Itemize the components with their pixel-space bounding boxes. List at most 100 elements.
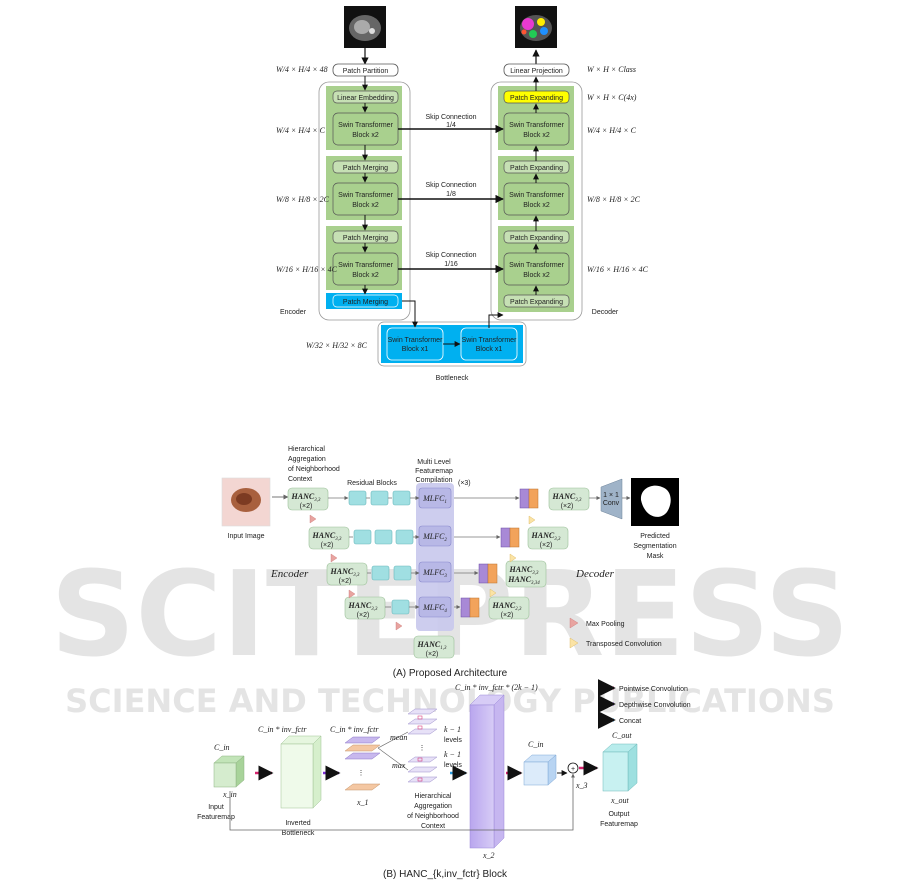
conv-label: 1 × 1 bbox=[603, 492, 619, 499]
encoder-label: Encoder bbox=[280, 309, 307, 316]
output-fm-label-1: Output bbox=[608, 811, 629, 818]
max-pooled-planes bbox=[407, 756, 438, 783]
hanc-text: HANC bbox=[291, 492, 315, 501]
patch-partition-label: Patch Partition bbox=[343, 68, 389, 75]
hanc-text: HANC bbox=[330, 567, 354, 576]
hanc-text: HANC bbox=[552, 492, 576, 501]
hanc-title-line2: Aggregation bbox=[288, 456, 326, 463]
hanc-sub: 2,3 bbox=[515, 607, 522, 612]
patch-expanding-label: Patch Expanding bbox=[510, 299, 563, 306]
input-fm-label-2: Featuremap bbox=[197, 814, 235, 821]
hanc-text: HANC bbox=[492, 601, 516, 610]
transposed-conv-legend-icon bbox=[569, 637, 579, 649]
hanc-repeat: (×2) bbox=[339, 578, 352, 585]
hanc-sub: 3,34 bbox=[531, 581, 540, 586]
hanc-title-line3: of Neighborhood bbox=[288, 466, 340, 473]
concat-legend-label: Concat bbox=[619, 718, 641, 725]
mlfc-text: MLFC bbox=[422, 603, 445, 612]
svg-text:HANC3,3: HANC3,3 bbox=[291, 492, 321, 503]
swin-block-label: Swin Transformer bbox=[338, 262, 394, 269]
input-fm-label-1: Input bbox=[208, 804, 224, 811]
hanc-repeat: (×2) bbox=[426, 651, 439, 658]
mlfc-text: MLFC bbox=[422, 568, 445, 577]
mlfc-title-line1: Multi Level bbox=[417, 459, 451, 466]
hanc-sub: 3,3 bbox=[575, 498, 582, 503]
skip-connection-1-ratio: 1/4 bbox=[446, 122, 456, 129]
svg-text:HANC3,3: HANC3,3 bbox=[509, 565, 539, 576]
dim-label: W × H × Class bbox=[587, 65, 636, 74]
cin-inv-label: C_in * inv_fctr bbox=[258, 725, 307, 734]
hanc-text: HANC bbox=[312, 531, 336, 540]
swin-block-label: Swin Transformer bbox=[509, 122, 565, 129]
hanc-sub-label-4: Context bbox=[421, 823, 445, 830]
cin-output-cube bbox=[523, 754, 557, 786]
patch-expanding-label: Patch Expanding bbox=[510, 165, 563, 172]
residual-row-1 bbox=[328, 490, 420, 506]
bottleneck-swin-2 bbox=[460, 327, 518, 361]
patch-merging-label: Patch Merging bbox=[343, 165, 388, 172]
mlfc-block: MLFC3 bbox=[418, 561, 452, 583]
predicted-mask-image bbox=[631, 478, 679, 526]
hanc-repeat: (×2) bbox=[540, 542, 553, 549]
svg-text:MLFC4: MLFC4 bbox=[422, 603, 447, 614]
x2-concat-block bbox=[469, 694, 505, 849]
acc-unet-architecture: Input Image Hierarchical Aggregation of … bbox=[221, 446, 679, 679]
bottleneck-swin-1 bbox=[386, 327, 444, 361]
xout-label: x_out bbox=[610, 796, 630, 805]
output-featuremap-cube bbox=[602, 743, 638, 792]
swin-block-sub: Block x1 bbox=[402, 346, 429, 353]
decoder-hanc-2: HANC3,3 (×2) bbox=[527, 526, 569, 550]
pointwise-legend-label: Pointwise Convolution bbox=[619, 686, 688, 693]
decoder-hanc-4: HANC2,3 (×2) bbox=[488, 596, 530, 620]
hanc-sub-label-3: of Neighborhood bbox=[407, 813, 459, 820]
transposed-conv-legend-label: Transposed Convolution bbox=[586, 641, 662, 648]
svg-text:⋮: ⋮ bbox=[419, 745, 426, 752]
x2-label: x_2 bbox=[482, 851, 495, 860]
mlfc-column bbox=[416, 483, 454, 631]
k1-levels-top-a: k − 1 bbox=[444, 725, 461, 734]
hanc-sub: 3,3 bbox=[554, 537, 561, 542]
input-skin-image bbox=[221, 477, 271, 527]
svg-text:+: + bbox=[571, 766, 575, 773]
patch-expanding-label: Patch Expanding bbox=[510, 235, 563, 242]
mlfc-block: MLFC2 bbox=[418, 525, 452, 547]
dim-label: W/8 × H/8 × 2C bbox=[276, 195, 330, 204]
concat-pair-4 bbox=[460, 597, 480, 618]
hanc-block-diagram: C_in x_in Input Featuremap C_in * inv_fc… bbox=[197, 679, 691, 880]
input-image-label: Input Image bbox=[228, 533, 265, 540]
hanc-repeat: (×2) bbox=[357, 612, 370, 619]
linear-projection-box bbox=[503, 63, 570, 77]
dim-label: W/4 × H/4 × C bbox=[276, 126, 326, 135]
hanc-repeat: (×2) bbox=[501, 612, 514, 619]
dim-label: W/32 × H/32 × 8C bbox=[306, 341, 368, 350]
swin-block-sub: Block x2 bbox=[523, 202, 550, 209]
max-pooling-arrows bbox=[309, 514, 403, 631]
svg-text:HANC1,3: HANC1,3 bbox=[417, 640, 447, 651]
skip-connection-1-label: Skip Connection bbox=[426, 114, 477, 121]
svg-text:MLFC2: MLFC2 bbox=[422, 532, 447, 543]
bottleneck-label: Bottleneck bbox=[436, 375, 469, 382]
predicted-label-2: Segmentation bbox=[633, 543, 676, 550]
k1-levels-bot-a: k − 1 bbox=[444, 750, 461, 759]
input-ct-image bbox=[344, 6, 386, 48]
encoder-script-label: Encoder bbox=[270, 568, 309, 580]
encoder-hanc-3: HANC3,3 (×2) bbox=[326, 562, 368, 586]
bottleneck-hanc: HANC1,3 (×2) bbox=[413, 635, 455, 659]
dim-label: W/8 × H/8 × 2C bbox=[587, 195, 641, 204]
conv-1x1-block bbox=[600, 478, 623, 520]
inverted-label-2: Bottleneck bbox=[282, 830, 315, 837]
max-label: max bbox=[392, 761, 406, 770]
cout-label: C_out bbox=[612, 731, 632, 740]
k1-levels-top-b: levels bbox=[444, 737, 462, 744]
skip-connection-2-ratio: 1/8 bbox=[446, 191, 456, 198]
input-featuremap-cube bbox=[213, 755, 245, 788]
svg-text:HANC3,34: HANC3,34 bbox=[507, 575, 540, 586]
mlfc-block: MLFC4 bbox=[418, 596, 452, 618]
svg-text:MLFC3: MLFC3 bbox=[422, 568, 447, 579]
hanc-repeat: (×2) bbox=[321, 542, 334, 549]
encoder-hanc-2: HANC3,3 (×2) bbox=[308, 526, 350, 550]
decoder-hanc-1: HANC3,3 (×2) bbox=[548, 487, 590, 511]
hanc-text: HANC bbox=[507, 575, 531, 584]
dim-label: W/16 × H/16 × 4C bbox=[276, 265, 338, 274]
